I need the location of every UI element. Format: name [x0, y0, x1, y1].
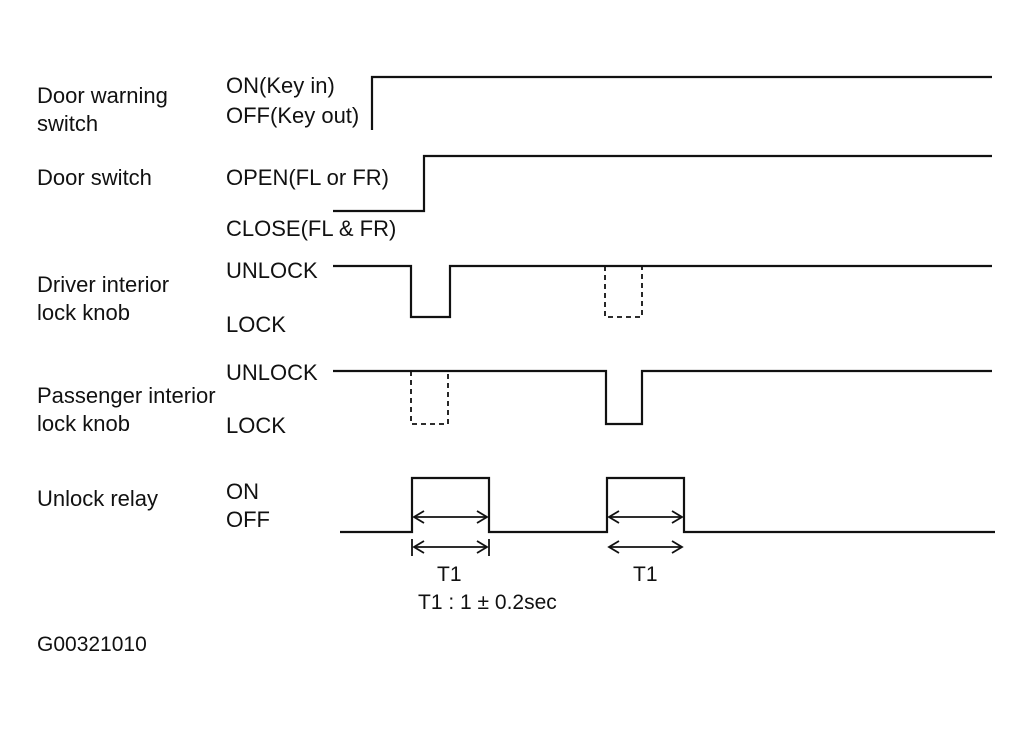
label-line: Door switch: [37, 165, 152, 190]
t1-label-2: T1: [633, 563, 658, 586]
door-warning-switch-label: Door warning switch: [37, 82, 168, 138]
unlock-relay-label: Unlock relay: [37, 485, 158, 513]
label-line: lock knob: [37, 300, 130, 325]
driver-state-lock: LOCK: [226, 312, 286, 337]
t1-duration-note: T1 : 1 ± 0.2sec: [418, 591, 557, 614]
driver-lock-dashed-pulse: [604, 266, 643, 318]
unlock-relay-waveform: [340, 476, 995, 534]
label-line: Passenger interior: [37, 383, 216, 408]
state-open: OPEN(FL or FR): [226, 165, 389, 190]
figure-code: G00321010: [37, 633, 147, 656]
passenger-state-unlock: UNLOCK: [226, 360, 318, 385]
t1-arrow-inner-1: [412, 510, 489, 524]
driver-lock-knob-label: Driver interior lock knob: [37, 271, 169, 327]
state-off-key-out: OFF(Key out): [226, 103, 360, 128]
passenger-state-lock: LOCK: [226, 413, 286, 438]
label-line: Driver interior: [37, 272, 170, 297]
relay-state-off: OFF: [226, 507, 270, 532]
state-close: CLOSE(FL & FR): [226, 216, 397, 241]
t1-label-1: T1: [437, 563, 462, 586]
relay-state-on: ON: [226, 479, 259, 504]
t1-arrow-inner-2: [607, 510, 684, 524]
door-switch-label: Door switch: [37, 164, 152, 192]
driver-lock-waveform: [333, 264, 992, 319]
label-line: lock knob: [37, 411, 130, 436]
driver-state-unlock: UNLOCK: [226, 258, 318, 283]
door-switch-waveform: [333, 154, 992, 213]
passenger-lock-waveform: [333, 369, 992, 426]
label-line: switch: [37, 111, 99, 136]
door-warning-waveform: [370, 75, 992, 130]
label-line: Unlock relay: [37, 486, 159, 511]
label-line: Door warning: [37, 83, 168, 108]
passenger-lock-knob-label: Passenger interior lock knob: [37, 382, 216, 438]
state-on-key-in: ON(Key in): [226, 73, 335, 98]
t1-arrow-outer-2: [607, 540, 684, 554]
passenger-lock-dashed-pulse: [410, 371, 449, 425]
t1-arrow-outer-1: [411, 539, 490, 556]
